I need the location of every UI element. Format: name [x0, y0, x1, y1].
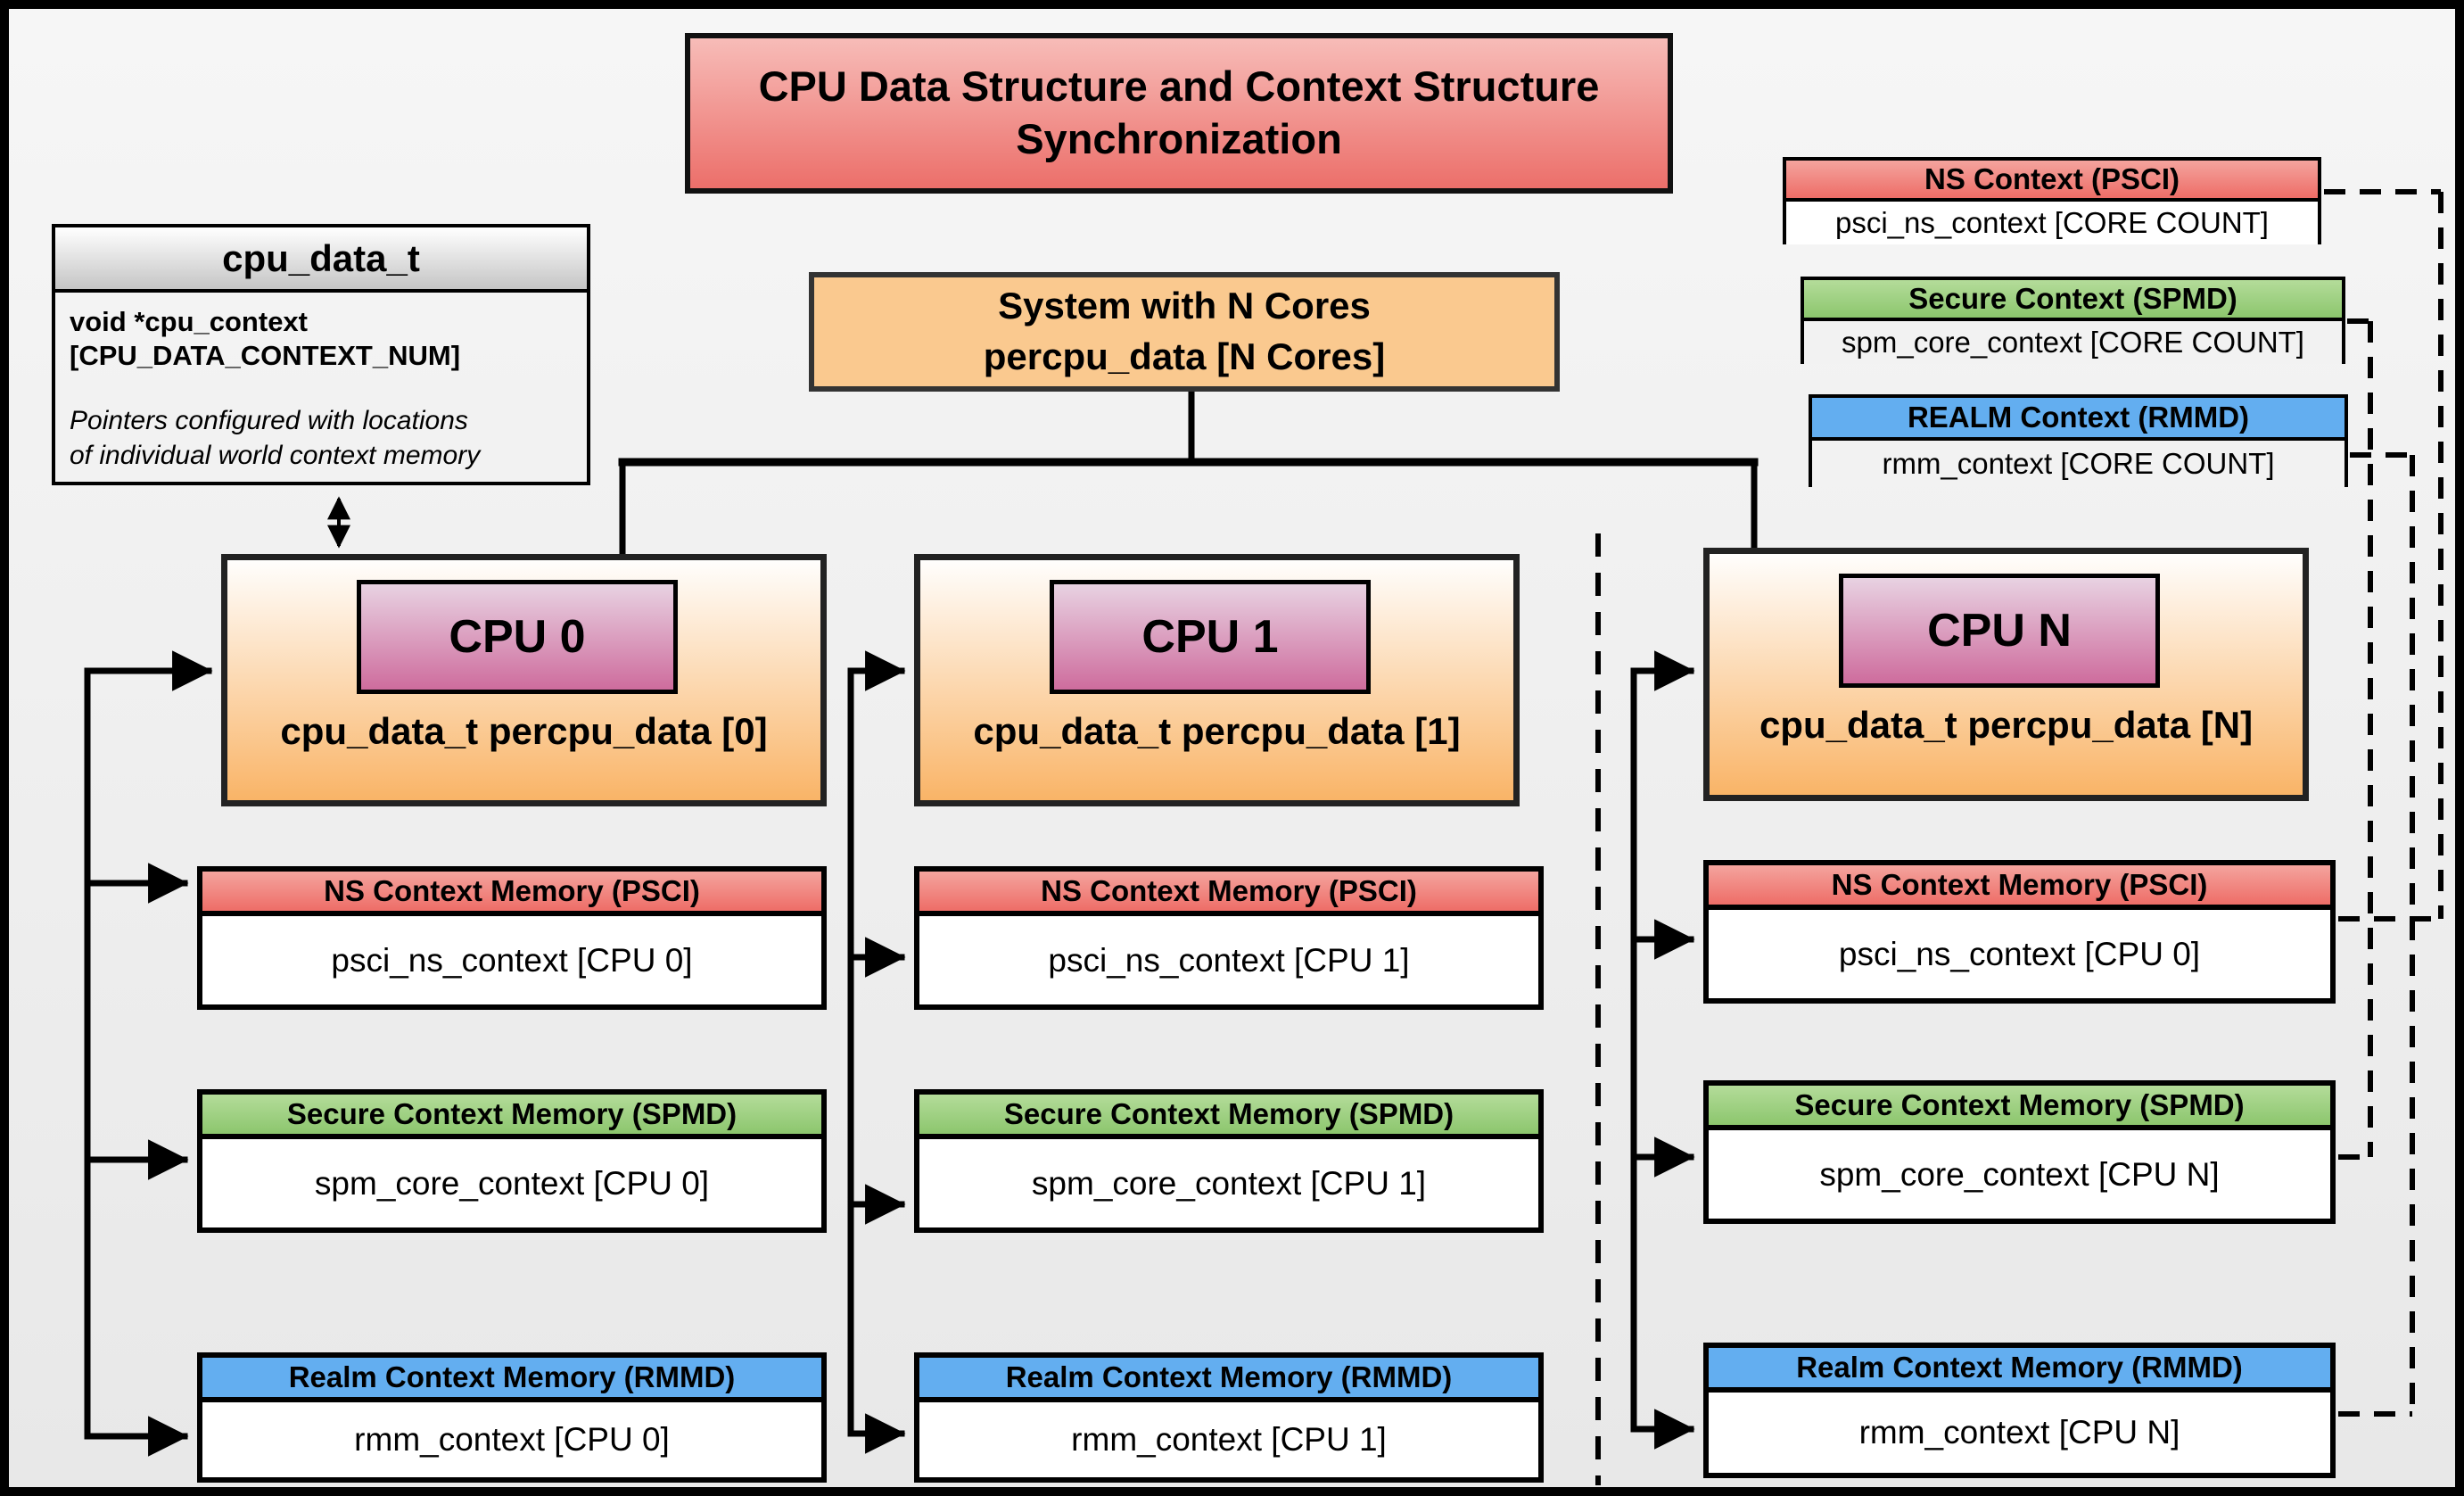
cpu-context-field-line2: [CPU_DATA_CONTEXT_NUM]	[70, 339, 461, 371]
legend-ns-context-header: NS Context (PSCI)	[1786, 161, 2318, 202]
cpu0-secure-context-memory-box: Secure Context Memory (SPMD) spm_core_co…	[197, 1089, 827, 1233]
cpu0-ns-context-memory-body: psci_ns_context [CPU 0]	[202, 916, 821, 1004]
cpu1-secure-context-memory-box: Secure Context Memory (SPMD) spm_core_co…	[914, 1089, 1544, 1233]
cpu1-pointer-trunk	[847, 650, 906, 1454]
cpu1-secure-context-memory-header: Secure Context Memory (SPMD)	[919, 1095, 1538, 1139]
cpun-name-plate: CPU N	[1839, 574, 2160, 688]
cpun-secure-context-memory-body: spm_core_context [CPU N]	[1709, 1130, 2330, 1219]
cpun-realm-context-memory-box: Realm Context Memory (RMMD) rmm_context …	[1703, 1343, 2336, 1478]
cpun-realm-context-memory-body: rmm_context [CPU N]	[1709, 1393, 2330, 1473]
legend-realm-context-body: rmm_context [CORE COUNT]	[1812, 441, 2345, 487]
cpu-data-t-note-line2: of individual world context memory	[70, 440, 481, 470]
cpu0-secure-context-memory-body: spm_core_context [CPU 0]	[202, 1139, 821, 1227]
diagram-title-line1: CPU Data Structure and Context Structure	[758, 62, 1600, 111]
cpu1-ns-context-memory-box: NS Context Memory (PSCI) psci_ns_context…	[914, 866, 1544, 1010]
legend-ns-context-box: NS Context (PSCI) psci_ns_context [CORE …	[1783, 157, 2321, 244]
cpun-box: CPU N cpu_data_t percpu_data [N]	[1703, 548, 2309, 801]
cpu-data-t-struct-box: cpu_data_t void *cpu_context [CPU_DATA_C…	[52, 224, 590, 485]
cpu-data-t-note-line1: Pointers configured with locations	[70, 405, 468, 435]
cpu0-name-plate: CPU 0	[357, 580, 678, 694]
cpu1-realm-context-memory-body: rmm_context [CPU 1]	[919, 1402, 1538, 1477]
cpun-realm-context-memory-header: Realm Context Memory (RMMD)	[1709, 1348, 2330, 1393]
cpu0-ns-context-memory-header: NS Context Memory (PSCI)	[202, 872, 821, 916]
cpu0-realm-context-memory-header: Realm Context Memory (RMMD)	[202, 1358, 821, 1402]
cpun-secure-context-memory-header: Secure Context Memory (SPMD)	[1709, 1086, 2330, 1130]
cpu1-box: CPU 1 cpu_data_t percpu_data [1]	[914, 554, 1520, 806]
legend-secure-context-header: Secure Context (SPMD)	[1804, 280, 2342, 321]
diagram-title: CPU Data Structure and Context Structure…	[685, 33, 1673, 194]
legend-secure-context-body: spm_core_context [CORE COUNT]	[1804, 321, 2342, 364]
legend-realm-context-box: REALM Context (RMMD) rmm_context [CORE C…	[1809, 394, 2348, 487]
cpu1-secure-context-memory-body: spm_core_context [CPU 1]	[919, 1139, 1538, 1227]
cpu1-realm-context-memory-box: Realm Context Memory (RMMD) rmm_context …	[914, 1352, 1544, 1483]
cpun-pointer-trunk	[1630, 650, 1695, 1450]
legend-secure-context-box: Secure Context (SPMD) spm_core_context […	[1801, 277, 2345, 364]
cpu-context-field-line1: void *cpu_context	[70, 306, 308, 337]
cpu1-ns-context-memory-body: psci_ns_context [CPU 1]	[919, 916, 1538, 1004]
cpun-ns-context-memory-body: psci_ns_context [CPU 0]	[1709, 910, 2330, 998]
cpu1-ns-context-memory-header: NS Context Memory (PSCI)	[919, 872, 1538, 916]
system-box: System with N Cores percpu_data [N Cores…	[809, 272, 1560, 392]
cpu0-box: CPU 0 cpu_data_t percpu_data [0]	[221, 554, 827, 806]
cpu0-data-label: cpu_data_t percpu_data [0]	[280, 710, 768, 752]
cpu1-name-plate: CPU 1	[1050, 580, 1371, 694]
cpu0-ns-context-memory-box: NS Context Memory (PSCI) psci_ns_context…	[197, 866, 827, 1010]
system-line1: System with N Cores	[998, 285, 1371, 327]
system-line2: percpu_data [N Cores]	[983, 335, 1386, 377]
diagram-title-line2: Synchronization	[1016, 115, 1342, 162]
cpu1-data-label: cpu_data_t percpu_data [1]	[973, 710, 1461, 752]
system-tree-connectors	[618, 388, 1759, 559]
cpun-ns-context-memory-header: NS Context Memory (PSCI)	[1709, 865, 2330, 910]
cpu0-pointer-trunk	[84, 650, 213, 1457]
cpun-ns-context-memory-box: NS Context Memory (PSCI) psci_ns_context…	[1703, 860, 2336, 1004]
cpu0-realm-context-memory-box: Realm Context Memory (RMMD) rmm_context …	[197, 1352, 827, 1483]
cpu0-secure-context-memory-header: Secure Context Memory (SPMD)	[202, 1095, 821, 1139]
cpun-secure-context-memory-box: Secure Context Memory (SPMD) spm_core_co…	[1703, 1080, 2336, 1224]
cpu0-realm-context-memory-body: rmm_context [CPU 0]	[202, 1402, 821, 1477]
legend-context-links	[2324, 189, 2443, 1417]
cpun-data-label: cpu_data_t percpu_data [N]	[1759, 704, 2254, 746]
legend-ns-context-body: psci_ns_context [CORE COUNT]	[1786, 202, 2318, 244]
legend-realm-context-header: REALM Context (RMMD)	[1812, 398, 2345, 441]
cpu1-realm-context-memory-header: Realm Context Memory (RMMD)	[919, 1358, 1538, 1402]
cpu-data-t-header: cpu_data_t	[55, 227, 587, 293]
cpu-data-t-body: void *cpu_context [CPU_DATA_CONTEXT_NUM]…	[55, 293, 587, 473]
